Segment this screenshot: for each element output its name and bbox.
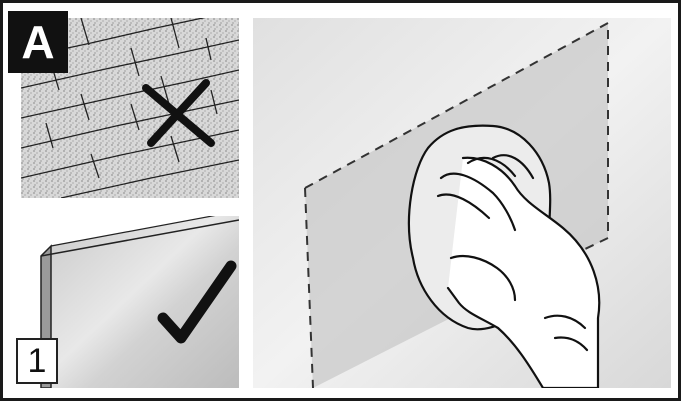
smooth-surface-illustration [21,216,239,388]
smooth-surface-panel [21,216,239,388]
wipe-surface-illustration [253,18,671,388]
hand-with-cloth-icon [407,124,601,388]
step-number-box: 1 [16,338,58,384]
brick-wall-panel [21,18,239,198]
section-letter-badge: A [8,11,68,73]
cross-mark-icon [142,79,215,147]
brick-wall-illustration [21,18,239,198]
check-mark-icon [157,260,237,344]
wipe-surface-panel [253,18,671,388]
